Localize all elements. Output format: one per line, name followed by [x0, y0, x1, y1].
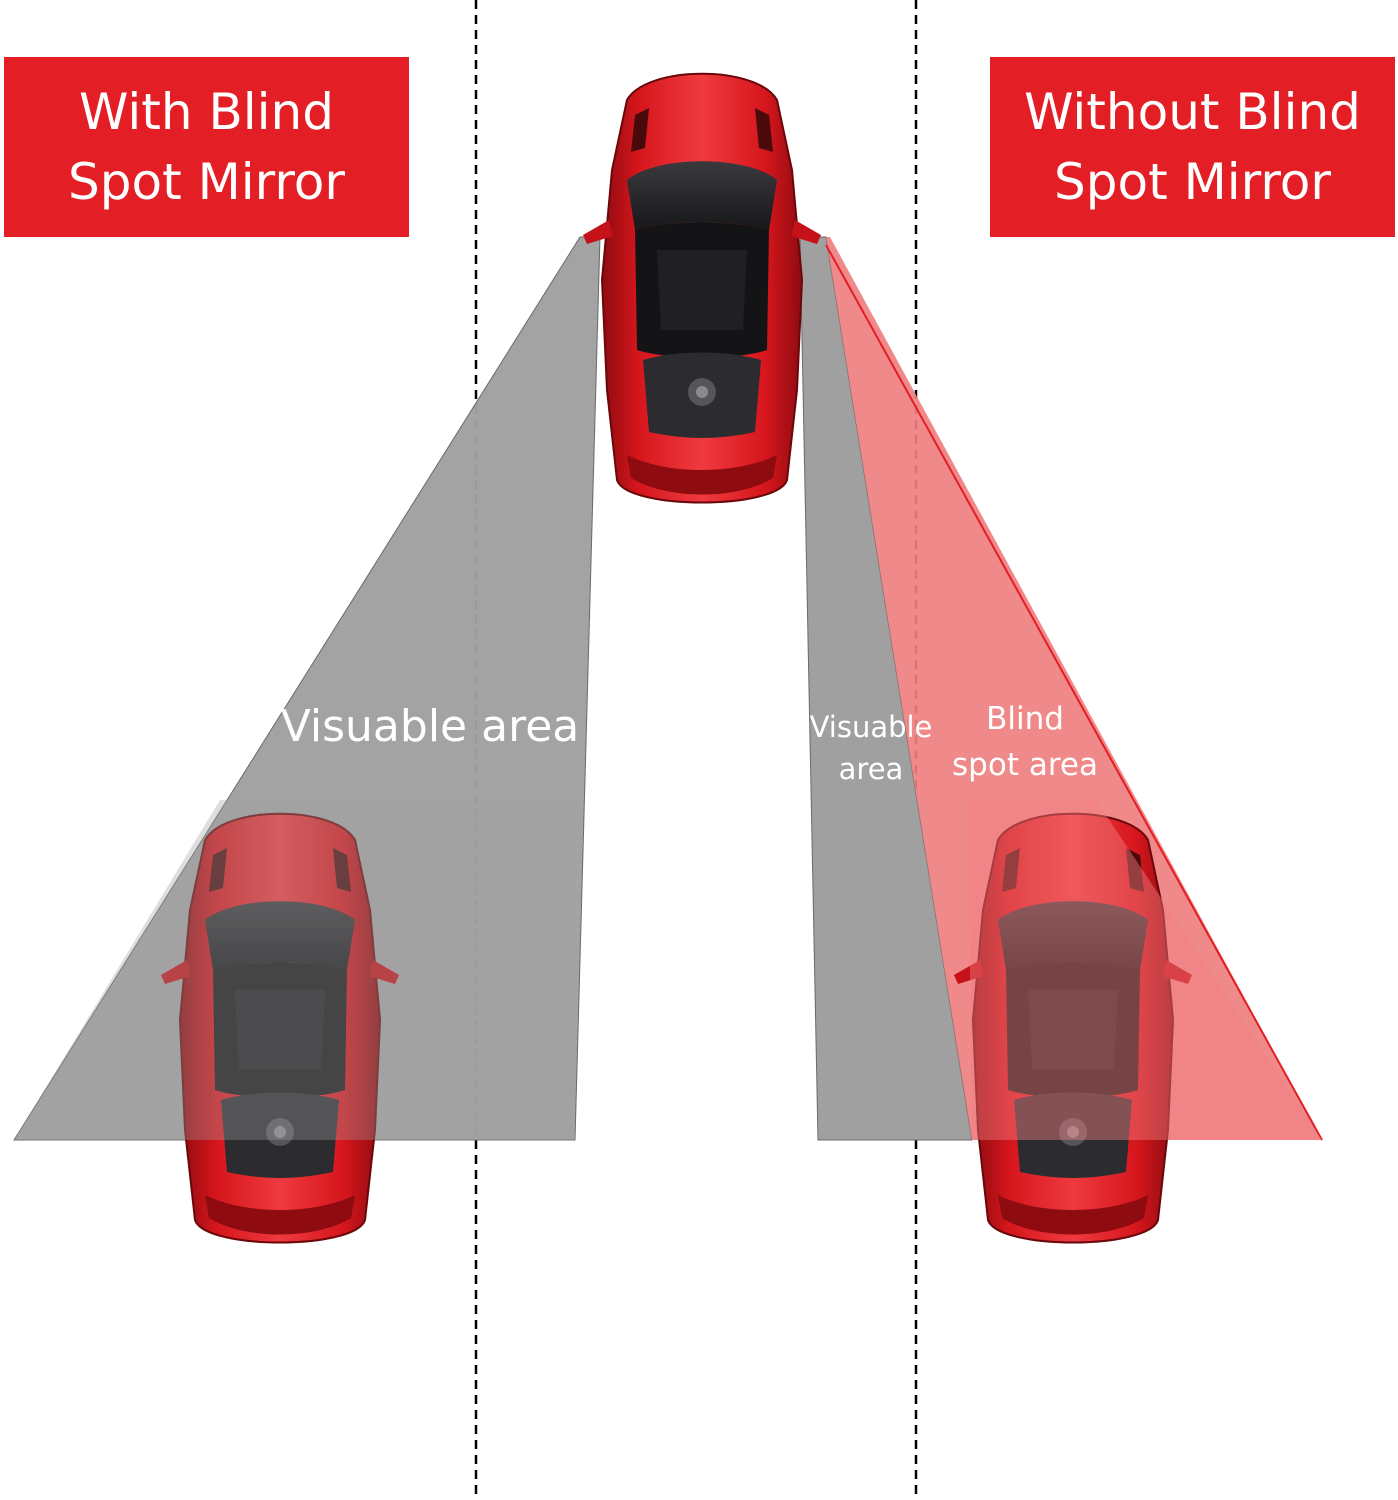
- visuable-area-left-overlay: [14, 800, 576, 1140]
- banner-left-line1: With Blind: [79, 83, 334, 141]
- visuable-area-right-line2: area: [838, 752, 904, 786]
- with-mirror-banner: With Blind Spot Mirror: [4, 57, 409, 237]
- blind-spot-line1: Blind: [986, 701, 1064, 737]
- without-mirror-banner: Without Blind Spot Mirror: [990, 57, 1395, 237]
- blind-spot-line2: spot area: [952, 747, 1098, 783]
- visuable-area-right-line1: Visuable: [809, 710, 933, 744]
- visuable-area-right-label: Visuable area: [806, 706, 936, 790]
- blind-spot-edge: [825, 244, 1323, 1141]
- car-top-view-icon: [582, 72, 822, 504]
- banner-right-line2: Spot Mirror: [1054, 153, 1331, 211]
- visuable-area-left-label: Visuable area: [280, 701, 580, 752]
- banner-right-line1: Without Blind: [1024, 83, 1361, 141]
- blind-spot-area-overlay: [968, 800, 1322, 1140]
- blind-spot-area-label: Blind spot area: [950, 696, 1100, 788]
- banner-left-line2: Spot Mirror: [68, 153, 345, 211]
